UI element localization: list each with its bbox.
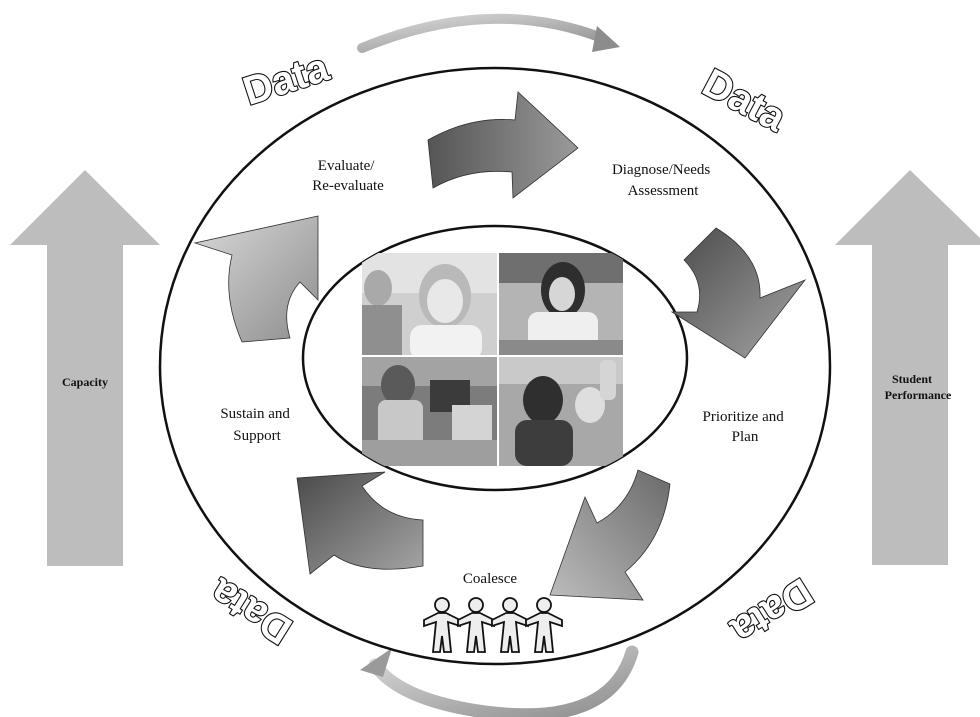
arrow-evaluate-to-diagnose bbox=[427, 91, 579, 199]
stage-evaluate-line1: Evaluate/ bbox=[318, 158, 375, 174]
stage-prioritize-line2: Plan bbox=[732, 429, 759, 445]
arrow-coalesce-to-sustain bbox=[296, 471, 424, 575]
stage-sustain-line1: Sustain and bbox=[220, 406, 290, 422]
outer-cycle-ring bbox=[158, 66, 832, 666]
girl-smiling-photo bbox=[362, 253, 498, 360]
students-computers-photo bbox=[362, 356, 498, 466]
student-performance-arrow: Student Performance bbox=[835, 170, 980, 565]
stage-sustain-line2: Support bbox=[233, 428, 281, 444]
bottom-curved-arrow bbox=[360, 645, 639, 717]
student-label: Student bbox=[892, 372, 932, 386]
svg-text:Evaluate/ Re-evaluate: Evaluate/ Re-evaluate bbox=[312, 158, 384, 194]
capacity-label: Capacity bbox=[62, 375, 108, 389]
people-chain-icon bbox=[423, 597, 563, 653]
student-photo-collage bbox=[362, 253, 623, 466]
svg-text:Prioritize and Plan: Prioritize and Plan bbox=[703, 409, 788, 445]
stage-evaluate-line2: Re-evaluate bbox=[312, 178, 384, 194]
data-label-top-left: Data bbox=[238, 45, 335, 114]
stage-diagnose-line2: Assessment bbox=[628, 183, 700, 199]
student-writing-photo bbox=[498, 253, 623, 357]
stage-coalesce: Coalesce bbox=[463, 571, 517, 587]
svg-text:Sustain and Support: Sustain and Support bbox=[220, 406, 293, 444]
top-curved-arrow bbox=[357, 13, 620, 53]
svg-text:Diagnose/Needs Assessment: Diagnose/Needs Assessment bbox=[612, 162, 714, 199]
arrow-sustain-to-evaluate bbox=[193, 215, 319, 343]
capacity-arrow: Capacity bbox=[10, 170, 160, 566]
data-label-bottom-right: Data bbox=[723, 569, 820, 653]
stage-diagnose-line1: Diagnose/Needs bbox=[612, 162, 710, 178]
arrow-diagnose-to-prioritize bbox=[670, 227, 807, 359]
arrow-prioritize-to-coalesce bbox=[549, 469, 671, 601]
data-label-bottom-left: Data bbox=[202, 569, 299, 653]
boy-raising-hand-photo bbox=[498, 356, 623, 466]
stage-prioritize-line1: Prioritize and bbox=[703, 409, 785, 425]
data-label-top-right: Data bbox=[695, 61, 793, 141]
performance-label: Performance bbox=[885, 388, 952, 402]
